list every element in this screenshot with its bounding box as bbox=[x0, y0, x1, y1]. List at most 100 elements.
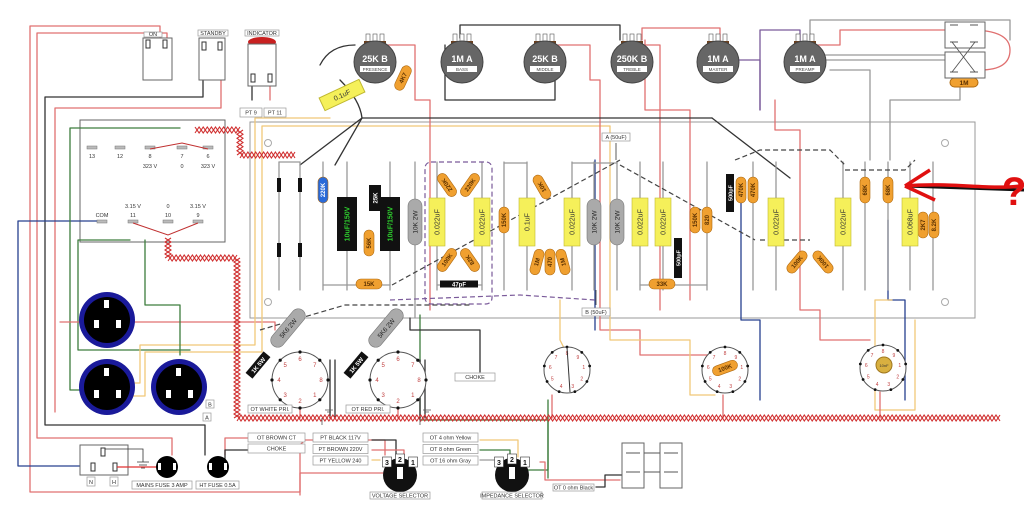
pin-number: 1 bbox=[582, 365, 585, 371]
capacitor: 0.022uF bbox=[654, 197, 672, 247]
indicator-lamp: INDICATOR PT 9 PT 11 bbox=[239, 29, 287, 118]
part-label: OT WHITE PRI. bbox=[250, 407, 289, 413]
choke-wire-label: CHOKE bbox=[465, 375, 485, 381]
mains-fuse-label: MAINS FUSE 3 AMP bbox=[136, 483, 188, 489]
ot-black-label: OT 0 ohm Black bbox=[554, 486, 594, 492]
pin-number: 7 bbox=[555, 355, 558, 361]
mounting-hole bbox=[264, 298, 272, 306]
pt-terminal bbox=[192, 219, 204, 224]
screen-resistor: 1K 5W bbox=[343, 351, 369, 379]
part-label: 323 V bbox=[143, 164, 158, 170]
resistor: 2K7 bbox=[917, 211, 929, 239]
pin-number: 2 bbox=[896, 375, 899, 381]
selector-title: VOLTAGE SELECTOR bbox=[372, 494, 428, 500]
pin-number: 3 bbox=[283, 393, 287, 399]
part-label: 7 bbox=[180, 154, 183, 160]
pin-number: 9 bbox=[577, 355, 580, 361]
ot-labels: OT BROWN CT CHOKE OT 0 ohm Black CHOKE bbox=[247, 372, 595, 492]
selector-pin: 1 bbox=[411, 460, 415, 467]
part-label: 0.022uF bbox=[774, 209, 781, 235]
capacitor: 0.022uF bbox=[428, 197, 446, 247]
part-label: 12 bbox=[117, 154, 123, 160]
part-label: 1M bbox=[560, 257, 568, 267]
part-label: 8 bbox=[148, 154, 151, 160]
ceramic-capacitor: 500pF bbox=[674, 238, 683, 278]
capacitor: 0.022uF bbox=[767, 197, 785, 247]
ht-fuse[interactable]: HT FUSE 0.5A bbox=[195, 456, 240, 490]
part-label: 47pF bbox=[452, 283, 466, 289]
pin-number: 3 bbox=[887, 382, 890, 388]
pin-number: 4 bbox=[277, 378, 281, 384]
electrolytic-capacitor: 10uF/150V bbox=[380, 197, 400, 251]
pin-number: 9 bbox=[735, 355, 738, 361]
part-label: 0.022uF bbox=[661, 209, 668, 235]
ceramic-capacitor: 500pF bbox=[726, 174, 735, 212]
pt-terminal bbox=[96, 219, 108, 224]
pin-number: 7 bbox=[411, 363, 415, 369]
on-switch[interactable]: ON bbox=[142, 31, 173, 81]
resistor: 470K bbox=[747, 176, 759, 204]
pin-number: 3 bbox=[571, 384, 574, 390]
part-label: OT RED PRI. bbox=[352, 407, 385, 413]
part-label: 8.2K bbox=[932, 218, 938, 231]
capacitor: 0.022uF bbox=[834, 197, 852, 247]
selector-option: OT 4 ohm Yellow bbox=[430, 436, 472, 442]
resistor: 150K bbox=[689, 206, 701, 234]
part-label: 6 bbox=[206, 154, 209, 160]
resistor: 470K bbox=[735, 176, 747, 204]
pot-value: 250K B bbox=[617, 54, 648, 64]
pin-number: 7 bbox=[313, 363, 317, 369]
part-label: 1M bbox=[959, 80, 968, 87]
part-label: 3.15 V bbox=[190, 204, 206, 210]
part-label: 11 bbox=[130, 213, 136, 219]
filter-cap-labels: A (50uF) B (50uF) bbox=[581, 132, 631, 317]
indicator-label: INDICATOR bbox=[247, 31, 277, 37]
part-label: 25K bbox=[374, 192, 380, 204]
part-label: 4K7 bbox=[399, 72, 409, 85]
pin-number: 6 bbox=[707, 365, 710, 371]
pin-number: 1 bbox=[898, 363, 901, 369]
pot-name: TREBLE bbox=[623, 67, 641, 72]
pot-treble[interactable]: 250K B TREBLE bbox=[610, 33, 654, 84]
pt-terminal bbox=[86, 145, 98, 150]
ceramic-capacitor: 47pF bbox=[440, 280, 478, 289]
part-label: A (50uF) bbox=[605, 135, 626, 141]
mains-fuse[interactable]: MAINS FUSE 3 AMP bbox=[131, 456, 193, 490]
output-jacks[interactable] bbox=[621, 442, 683, 489]
part-label: 10uF/150V bbox=[388, 206, 395, 241]
pin-number: 7 bbox=[871, 353, 874, 359]
selector-pin: 2 bbox=[398, 457, 402, 464]
part-label: 10uF/150V bbox=[345, 206, 352, 241]
part-label: 56K bbox=[367, 237, 373, 249]
resistor: 10K bbox=[532, 174, 552, 200]
standby-switch[interactable]: STANDBY bbox=[197, 29, 229, 81]
standby-label: STANDBY bbox=[200, 31, 226, 37]
part-label: 100K bbox=[718, 363, 734, 374]
pot-value: 1M A bbox=[794, 54, 816, 64]
pin-number: 3 bbox=[381, 393, 385, 399]
capacitor: 0.022uF bbox=[473, 197, 491, 247]
part-label: 10K 2W bbox=[615, 210, 622, 234]
part-label: 470K bbox=[751, 182, 757, 197]
part-label: 10 bbox=[165, 213, 171, 219]
input-jacks[interactable] bbox=[944, 21, 986, 79]
pin-number: 6 bbox=[298, 357, 302, 363]
resistor: 82K bbox=[460, 248, 480, 272]
part-label: 10K bbox=[537, 180, 548, 193]
selector-pin: 2 bbox=[510, 457, 514, 464]
capacitor: 0.022uF bbox=[563, 197, 581, 247]
part-label: 0.1uF bbox=[525, 213, 532, 231]
part-label: B (50uF) bbox=[585, 310, 607, 316]
part-label: 0.022uF bbox=[435, 209, 442, 235]
pin-number: 2 bbox=[298, 399, 302, 405]
